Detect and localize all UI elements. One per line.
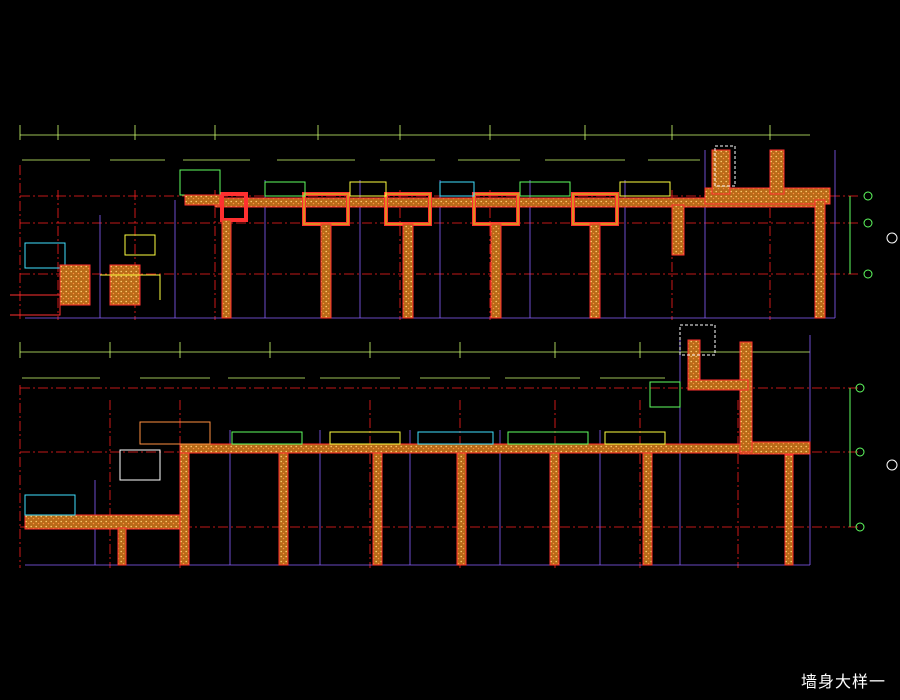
lower-slab — [24, 339, 811, 566]
upper-wall-section — [10, 125, 898, 320]
lower-window-details — [24, 324, 716, 516]
drawing-title: 墙身大样一 — [800, 672, 886, 691]
lower-axis-bubbles — [849, 383, 898, 532]
lower-columns — [117, 452, 653, 566]
lower-dimension-string — [19, 342, 810, 379]
upper-axis-bubbles — [849, 191, 898, 279]
upper-window-details — [264, 145, 736, 197]
lower-wall-section — [19, 324, 898, 568]
upper-columns — [221, 204, 685, 319]
upper-slab — [214, 149, 831, 319]
lower-grid-lines — [19, 385, 860, 568]
upper-left-detail — [10, 169, 221, 316]
upper-dimension-string — [19, 125, 810, 161]
